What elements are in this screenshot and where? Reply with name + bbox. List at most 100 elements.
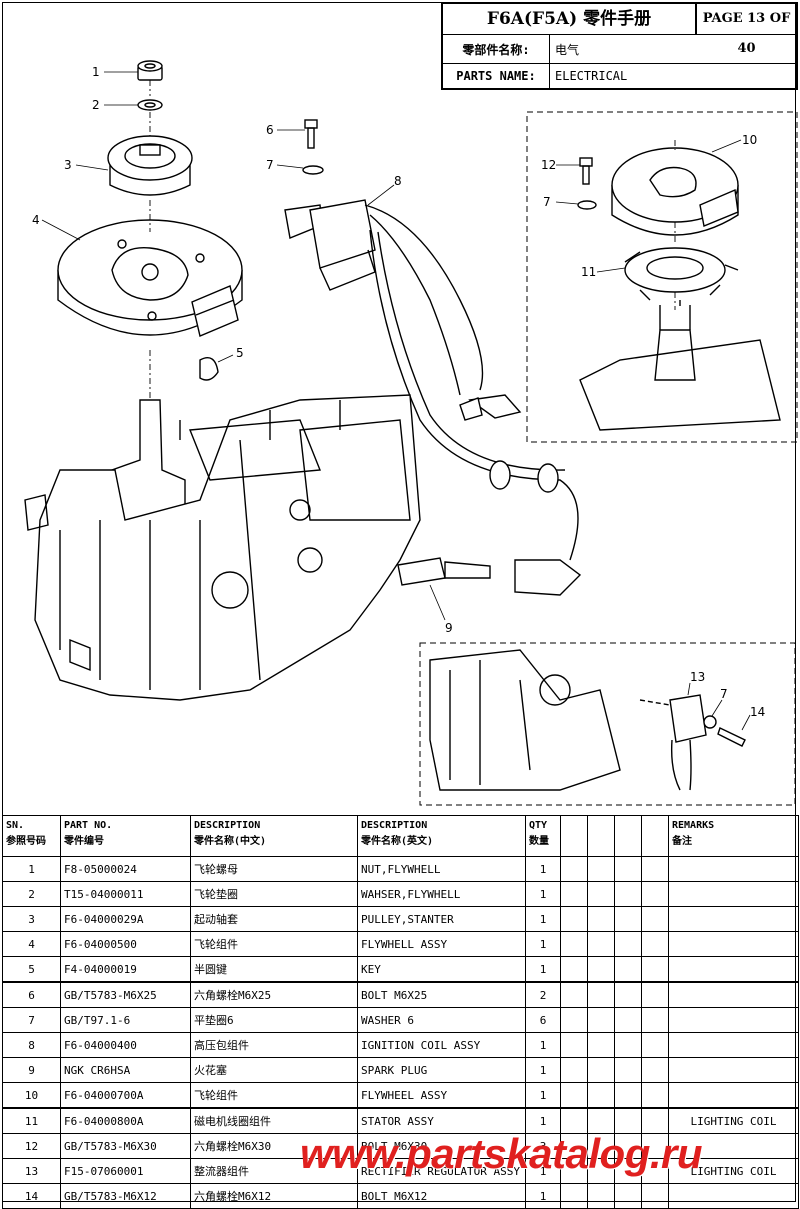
- cell-remark: [668, 1032, 799, 1058]
- callout-7: 7: [266, 158, 274, 172]
- cell-blank: [641, 931, 669, 957]
- cell-qty: 1: [525, 1057, 561, 1083]
- cell-part-no: F4-04000019: [60, 956, 191, 983]
- cell-qty: 3: [525, 1133, 561, 1159]
- cell-blank: [587, 906, 615, 932]
- cell-blank: [641, 1082, 669, 1109]
- cell-remark: [668, 1007, 799, 1033]
- cell-part-no: F15-07060001: [60, 1158, 191, 1184]
- cell-remark: [668, 956, 799, 983]
- cell-sn: 1: [2, 856, 61, 882]
- cell-blank: [587, 1007, 615, 1033]
- cell-blank: [587, 1183, 615, 1209]
- watermark: www.partskatalog.ru: [300, 1130, 703, 1177]
- cell-blank: [587, 881, 615, 907]
- header-sn: SN.参照号码: [2, 815, 61, 857]
- engine-block-drawing: [24, 394, 421, 701]
- flywheel-washer-drawing: [137, 99, 163, 111]
- cell-part-no: NGK CR6HSA: [60, 1057, 191, 1083]
- ignition-coil-drawing: [284, 199, 579, 561]
- callout-5: 5: [236, 346, 244, 360]
- cell-desc-cn: 六角螺栓M6X30: [190, 1133, 358, 1159]
- cell-desc-cn: 六角螺栓M6X12: [190, 1183, 358, 1209]
- cell-blank: [641, 856, 669, 882]
- cell-desc-en: FLYWHEEL ASSY: [357, 1082, 526, 1109]
- cell-desc-en: PULLEY,STANTER: [357, 906, 526, 932]
- stator-inset-frame: [526, 111, 798, 443]
- cell-blank: [614, 1107, 642, 1134]
- cell-blank: [587, 1032, 615, 1058]
- cell-blank: [560, 1082, 588, 1109]
- cell-blank: [560, 1183, 588, 1209]
- cell-blank: [614, 931, 642, 957]
- cell-blank: [641, 1183, 669, 1209]
- cell-desc-cn: 半圆键: [190, 956, 358, 983]
- cell-remark: LIGHTING COIL: [668, 1107, 799, 1134]
- cell-qty: 1: [525, 1158, 561, 1184]
- cell-qty: 1: [525, 931, 561, 957]
- cell-remark: [668, 931, 799, 957]
- cell-desc-en: WASHER 6: [357, 1007, 526, 1033]
- spark-plug-drawing: [397, 557, 582, 596]
- cell-qty: 1: [525, 956, 561, 983]
- callout-12: 12: [541, 158, 556, 172]
- cell-blank: [560, 1032, 588, 1058]
- cell-blank: [587, 856, 615, 882]
- cell-blank: [641, 1007, 669, 1033]
- flywheel-drawing: [57, 219, 243, 337]
- cell-blank: [560, 931, 588, 957]
- cell-remark: [668, 881, 799, 907]
- cell-sn: 12: [2, 1133, 61, 1159]
- cell-desc-en: SPARK PLUG: [357, 1057, 526, 1083]
- rectifier-inset-drawing: [429, 649, 746, 791]
- cn-parts-name-label: 零部件名称:: [443, 35, 550, 63]
- callout-6: 6: [266, 123, 274, 137]
- starter-pulley-drawing: [107, 135, 193, 196]
- cell-desc-en: BOLT M6X25: [357, 981, 526, 1008]
- cell-sn: 7: [2, 1007, 61, 1033]
- cell-desc-cn: 飞轮螺母: [190, 856, 358, 882]
- cell-blank: [560, 1057, 588, 1083]
- stator-inset-drawing: [577, 140, 781, 431]
- cell-blank: [641, 1057, 669, 1083]
- bolt-m6x25-drawing: [302, 119, 324, 175]
- cell-part-no: F6-04000800A: [60, 1107, 191, 1134]
- cell-sn: 8: [2, 1032, 61, 1058]
- cell-qty: 1: [525, 1183, 561, 1209]
- cell-qty: 1: [525, 856, 561, 882]
- cell-desc-cn: 飞轮组件: [190, 931, 358, 957]
- cell-desc-cn: 六角螺栓M6X25: [190, 981, 358, 1008]
- cell-blank: [641, 981, 669, 1008]
- cell-blank: [560, 981, 588, 1008]
- callout-11: 11: [581, 265, 596, 279]
- cell-blank: [614, 856, 642, 882]
- cell-sn: 11: [2, 1107, 61, 1134]
- callout-4: 4: [32, 213, 40, 227]
- cell-part-no: F8-05000024: [60, 856, 191, 882]
- callout-13: 13: [690, 670, 705, 684]
- cell-remark: [668, 1183, 799, 1209]
- cell-qty: 1: [525, 881, 561, 907]
- cell-desc-cn: 磁电机线圈组件: [190, 1107, 358, 1134]
- cell-desc-en: IGNITION COIL ASSY: [357, 1032, 526, 1058]
- cell-blank: [587, 931, 615, 957]
- callout-14: 14: [750, 705, 765, 719]
- cell-blank: [614, 906, 642, 932]
- cell-remark: [668, 1057, 799, 1083]
- cell-sn: 6: [2, 981, 61, 1008]
- cell-blank: [614, 981, 642, 1008]
- manual-title: F6A(F5A) 零件手册: [443, 4, 697, 34]
- title-block: F6A(F5A) 零件手册 PAGE 13 OF 40 零部件名称: 电气 PA…: [441, 2, 798, 90]
- cell-part-no: F6-04000029A: [60, 906, 191, 932]
- cell-blank: [560, 1007, 588, 1033]
- half-moon-key-drawing: [199, 357, 219, 381]
